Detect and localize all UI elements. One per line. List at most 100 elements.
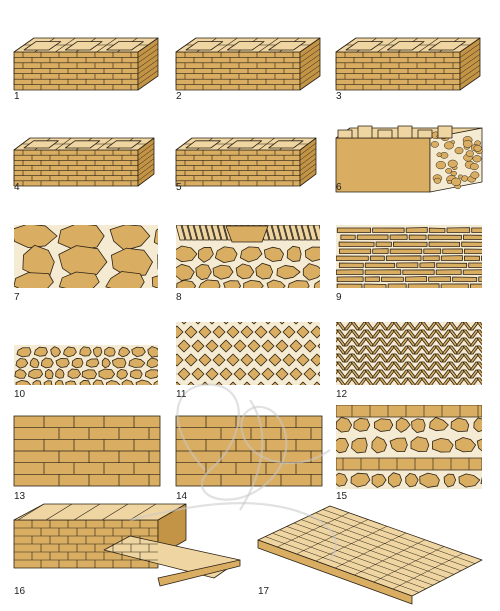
stone — [101, 357, 111, 369]
mortar-line — [296, 519, 369, 555]
mortar-line — [459, 48, 481, 64]
stone — [55, 358, 70, 368]
rubble-stone — [472, 155, 482, 163]
panel-6-cutaway-wall — [335, 125, 483, 193]
flat-stone — [428, 276, 452, 282]
stone — [118, 346, 131, 358]
flat-stone — [440, 255, 463, 261]
soldier-brick — [265, 225, 276, 241]
rubble-stone — [446, 179, 452, 184]
lattice-tile — [296, 353, 310, 367]
rubble-stone — [433, 177, 442, 184]
top-brick — [226, 41, 265, 51]
herringbone-brick — [413, 322, 424, 331]
lattice-tile — [212, 353, 226, 367]
stone — [235, 263, 255, 280]
flat-stone — [471, 227, 482, 233]
herringbone-brick — [385, 322, 396, 331]
lattice-tile — [184, 353, 198, 367]
mortar-line — [137, 43, 159, 58]
mortar-line — [137, 70, 159, 85]
stone — [79, 380, 91, 385]
lattice-tile — [254, 325, 268, 339]
stone — [429, 416, 449, 432]
panel-label-2: 2 — [176, 91, 182, 102]
herringbone-brick — [350, 377, 360, 385]
mortar-line — [137, 168, 155, 182]
flat-stone — [336, 269, 364, 275]
mortar-line — [137, 48, 159, 64]
mortar-line — [45, 503, 73, 521]
lattice-tile — [215, 381, 223, 385]
stone — [214, 246, 238, 263]
stone — [223, 280, 241, 288]
mortar-line — [299, 64, 321, 80]
panel-5-wall — [175, 137, 317, 187]
stone — [33, 346, 48, 357]
lattice-tile — [317, 343, 320, 349]
soldier-brick — [176, 225, 186, 241]
soldier-brick — [295, 225, 306, 241]
flat-stone — [356, 234, 389, 240]
lattice-tile — [226, 325, 240, 339]
flat-stone — [428, 241, 461, 247]
mortar-line — [334, 532, 407, 569]
panel-10-small-rubble — [14, 345, 158, 385]
herringbone-brick — [399, 322, 410, 331]
soldier-brick — [307, 225, 318, 241]
mortar-line — [373, 546, 445, 583]
lattice-tile — [177, 339, 191, 353]
top-brick — [268, 41, 306, 51]
stone — [195, 264, 212, 281]
flat-stone — [364, 276, 380, 282]
panel-17-paving-pattern — [257, 505, 483, 605]
flat-stone — [464, 248, 482, 254]
lattice-tile — [187, 381, 195, 385]
flat-stone — [336, 276, 364, 282]
panel-label-11: 11 — [176, 389, 187, 400]
stone — [28, 368, 44, 379]
flat-stone — [478, 276, 482, 282]
lattice-tile — [209, 322, 215, 325]
top-brick — [345, 41, 384, 51]
cg-monogram-watermark-icon — [129, 383, 337, 561]
stone — [313, 280, 320, 288]
flat-stone — [393, 241, 428, 247]
panel-label-10: 10 — [14, 389, 26, 400]
flat-stone — [387, 283, 407, 288]
rubble-stone — [444, 141, 454, 150]
stone — [92, 379, 104, 385]
top-brick — [185, 41, 224, 51]
lattice-tile — [293, 322, 299, 325]
flat-stone — [363, 283, 387, 288]
stone — [287, 280, 310, 288]
stone — [405, 472, 419, 488]
mortar-line — [137, 54, 159, 69]
lattice-tile — [254, 353, 268, 367]
soldier-brick — [319, 225, 320, 227]
flat-stone — [396, 262, 419, 268]
panel-2-wall — [175, 37, 321, 91]
lattice-tile — [219, 367, 233, 381]
stone — [112, 357, 127, 369]
mortar-line — [137, 153, 155, 166]
stone — [176, 279, 197, 288]
stone — [371, 436, 388, 454]
flat-stone — [338, 241, 375, 247]
flat-stone — [369, 255, 385, 261]
flat-stone — [446, 227, 471, 233]
rubble-stone — [469, 163, 479, 171]
panel-label-9: 9 — [336, 292, 342, 303]
mortar-line — [299, 59, 321, 74]
lattice-tile — [325, 354, 337, 366]
stone — [130, 369, 143, 379]
soldier-brick — [301, 225, 312, 241]
flat-stone — [481, 255, 482, 261]
lattice-tile — [195, 322, 201, 325]
panel-label-12: 12 — [336, 389, 348, 400]
flat-stone — [452, 276, 478, 282]
stone — [14, 225, 58, 249]
lattice-tile — [177, 367, 191, 381]
top-brick — [23, 140, 59, 149]
flat-stone — [389, 234, 408, 240]
